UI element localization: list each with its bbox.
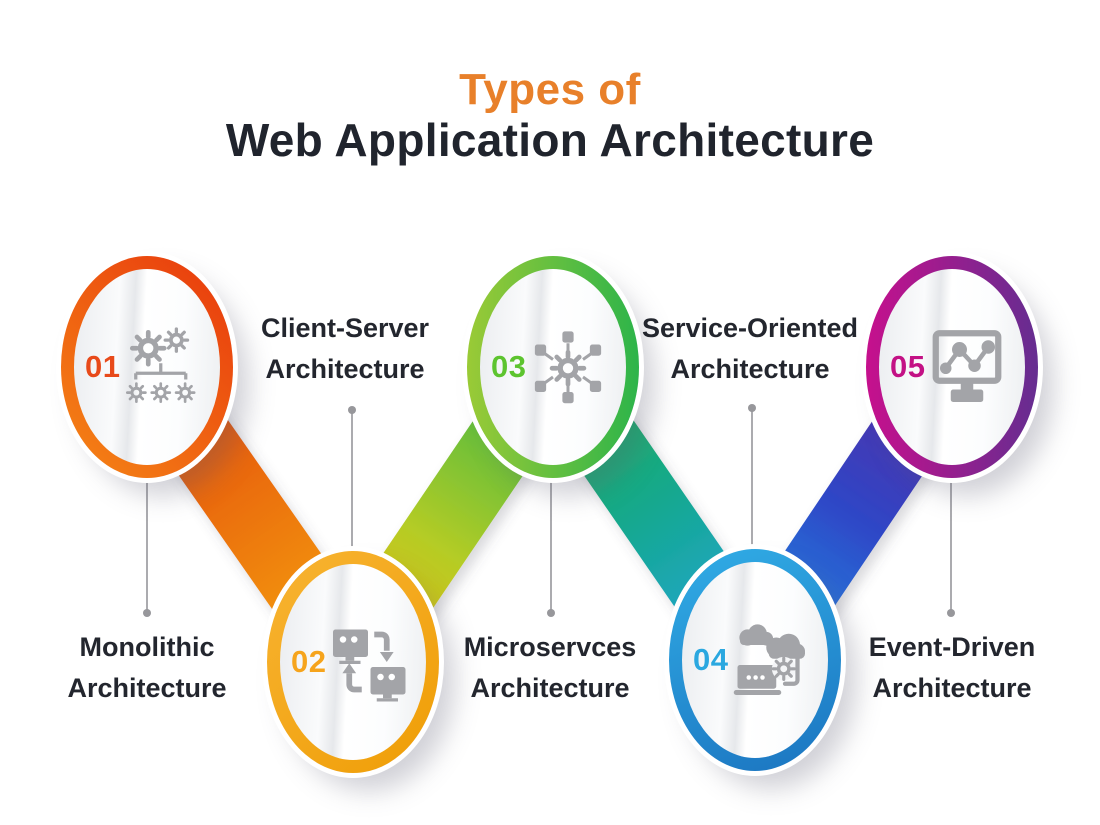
node-05-face: 05: [879, 269, 1025, 465]
label-microservices: Microservces Architecture: [463, 632, 637, 703]
pointer-lines: [146, 408, 952, 613]
node-04-number: 04: [693, 642, 729, 677]
event-monitor-icon: [932, 330, 1002, 402]
node-05-ring: 05: [866, 256, 1038, 478]
node-03-ring: 03: [467, 256, 639, 478]
label-service-oriented: Service-Oriented Architecture: [641, 313, 859, 384]
client-server-exchange-icon: [333, 629, 406, 702]
node-03-microservices: 03: [467, 256, 639, 478]
page-title: Types of Web Application Architecture: [0, 65, 1100, 167]
node-01-number: 01: [85, 349, 121, 384]
gears-hierarchy-icon: [125, 327, 196, 404]
node-02-client-server: 02: [267, 551, 439, 773]
node-03-number: 03: [491, 349, 527, 384]
label-event-driven: Event-Driven Architecture: [868, 632, 1036, 703]
node-03-face: 03: [480, 269, 626, 465]
node-01-ring: 01: [61, 256, 233, 478]
node-04-ring: 04: [669, 549, 841, 771]
label-client-server: Client-Server Architecture: [260, 313, 430, 384]
page-title-accent: Types of: [459, 65, 641, 114]
node-02-number: 02: [291, 644, 327, 679]
pointer-dots: [143, 404, 955, 617]
page-title-main: Web Application Architecture: [225, 114, 875, 167]
node-04-service-oriented: 04: [669, 549, 841, 771]
node-05-number: 05: [890, 349, 926, 384]
label-monolithic: Monolithic Architecture: [67, 632, 227, 703]
node-05-event-driven: 05: [866, 256, 1038, 478]
node-01-monolithic: 01: [61, 256, 233, 478]
cloud-services-icon: [733, 624, 805, 695]
microservices-hub-icon: [534, 331, 602, 404]
node-01-face: 01: [74, 269, 220, 465]
node-04-face: 04: [682, 562, 828, 758]
node-02-ring: 02: [267, 551, 439, 773]
node-02-face: 02: [280, 564, 426, 760]
